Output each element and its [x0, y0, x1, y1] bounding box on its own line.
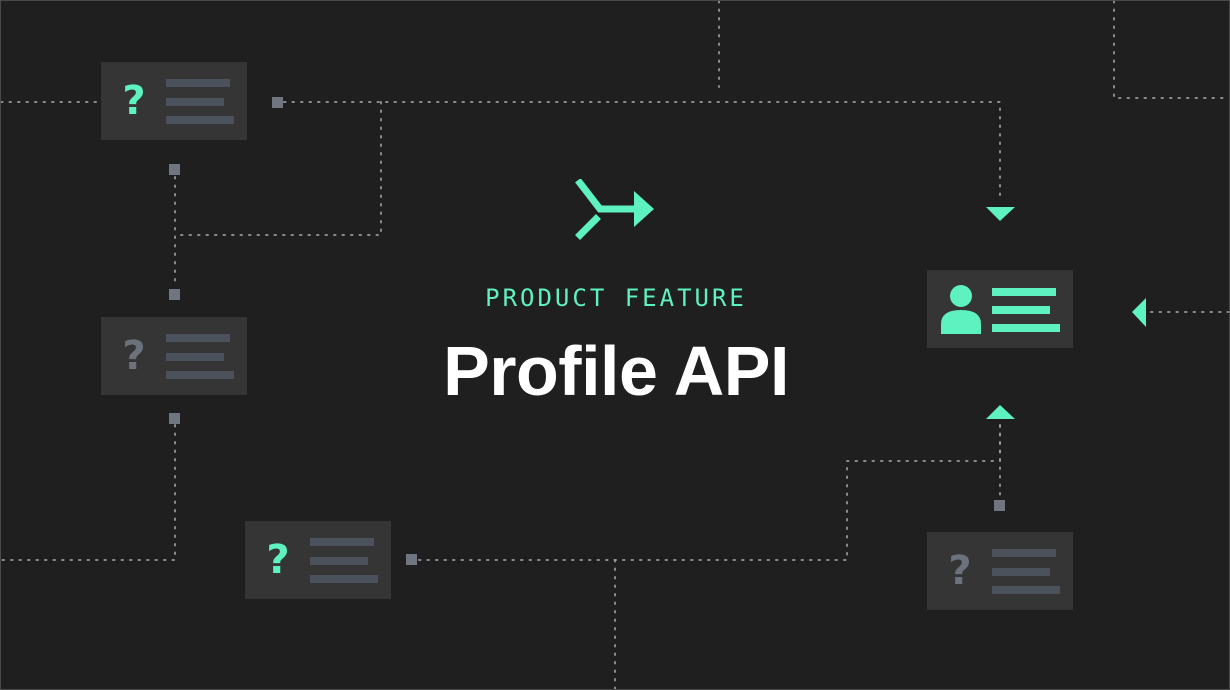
profile-line	[992, 306, 1050, 314]
arrow-left-icon	[1132, 298, 1146, 327]
placeholder-line	[992, 549, 1056, 557]
merge-arrow-icon	[575, 179, 654, 240]
placeholder-line	[166, 353, 224, 361]
profile-line	[992, 324, 1060, 332]
placeholder-line	[310, 575, 378, 583]
connector-top	[283, 101, 1001, 200]
arrow-down-icon	[986, 207, 1015, 221]
placeholder-line	[992, 568, 1050, 576]
arrow-up-icon	[986, 405, 1015, 419]
placeholder-line	[992, 586, 1060, 594]
page-title: Profile API	[443, 332, 789, 410]
question-mark-icon: ?	[122, 78, 146, 124]
placeholder-line	[310, 538, 374, 546]
card-top-left: ?	[101, 62, 247, 140]
node	[994, 500, 1005, 511]
placeholder-line	[166, 334, 230, 342]
card-bottom-right: ?	[927, 532, 1073, 610]
placeholder-line	[310, 557, 368, 565]
placeholder-line	[166, 116, 234, 124]
node	[272, 97, 283, 108]
node	[169, 289, 180, 300]
connector-loop	[175, 101, 382, 236]
eyebrow-label: PRODUCT FEATURE	[485, 284, 747, 312]
question-mark-icon: ?	[948, 548, 972, 594]
profile-card	[927, 270, 1073, 348]
question-mark-icon: ?	[122, 333, 146, 379]
connector-left-lower	[1, 424, 176, 561]
card-bottom-mid: ?	[245, 521, 391, 599]
card-mid-left: ?	[101, 317, 247, 395]
profile-line	[992, 288, 1056, 296]
placeholder-line	[166, 79, 230, 87]
user-icon	[941, 285, 981, 334]
placeholder-line	[166, 371, 234, 379]
connector-bottom	[418, 424, 1001, 561]
node	[169, 413, 180, 424]
node	[406, 554, 417, 565]
connector-top-right	[1113, 1, 1229, 99]
node	[169, 164, 180, 175]
placeholder-line	[166, 98, 224, 106]
question-mark-icon: ?	[266, 537, 290, 583]
